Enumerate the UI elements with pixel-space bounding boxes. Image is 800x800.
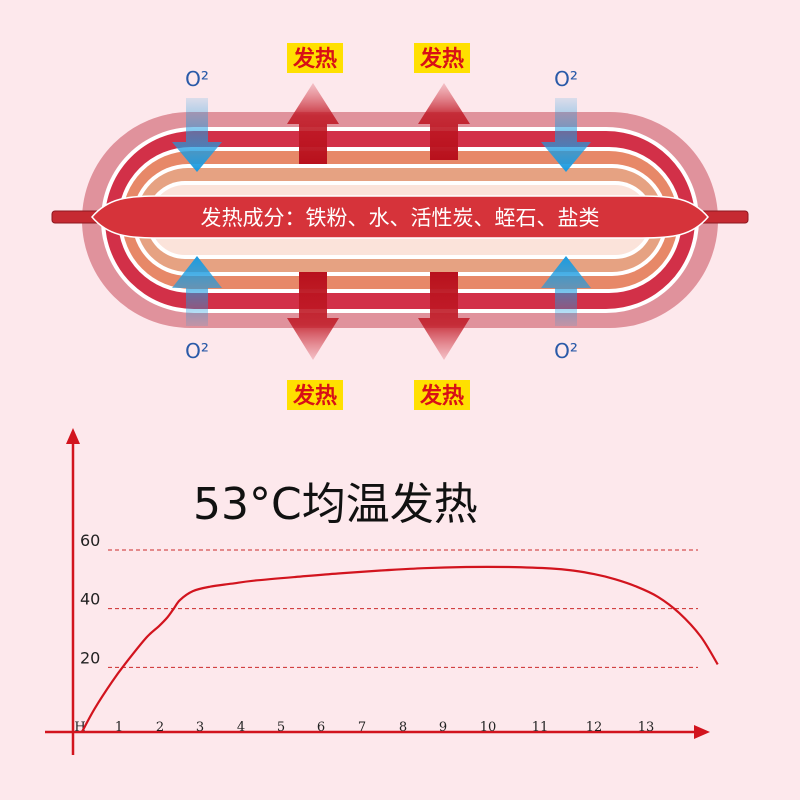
o2-label-top-right: O² [554, 67, 578, 91]
y-axis-arrow-icon [66, 428, 80, 444]
x-tick-label: 6 [317, 720, 325, 735]
heat-label-bottom-left: 发热 [287, 380, 343, 410]
heat-arrow-up-icon [418, 83, 470, 160]
svg-text:发热: 发热 [292, 46, 337, 72]
x-tick-label: 12 [586, 720, 603, 735]
x-tick-label: 3 [196, 720, 204, 735]
temperature-line [81, 565, 719, 733]
x-tick-label: 4 [237, 720, 245, 735]
x-tick-label: 8 [399, 720, 407, 735]
svg-text:发热: 发热 [292, 383, 337, 409]
x-tick-label: H [74, 720, 85, 735]
heat-label-top-left: 发热 [287, 43, 343, 73]
center-label: 发热成分：铁粉、水、活性炭、蛭石、盐类 [201, 206, 600, 230]
oxygen-arrow-up-icon [541, 256, 591, 326]
grid-layer [108, 549, 698, 668]
o2-label-bottom-left: O² [185, 339, 209, 363]
oxygen-arrow-down-icon [541, 98, 591, 172]
heat-arrow-up-icon [287, 83, 339, 164]
x-tick-label: 5 [277, 720, 285, 735]
y-tick-label: 60 [80, 531, 100, 550]
y-tick-label: 40 [80, 590, 100, 609]
heating-core [91, 195, 709, 239]
o2-label-top-left: O² [185, 67, 209, 91]
series-layer [81, 565, 719, 733]
y-tick-label: 20 [80, 648, 100, 667]
x-tick-label: 1 [115, 720, 123, 735]
axes-layer [45, 428, 710, 755]
x-axis-arrow-icon [694, 725, 710, 739]
oxygen-arrow-down-icon [172, 98, 222, 172]
x-tick-label: 7 [358, 720, 366, 735]
heat-arrow-down-icon [418, 272, 470, 360]
oxygen-arrow-up-icon [172, 256, 222, 326]
heating-diagram: 发热成分：铁粉、水、活性炭、蛭石、盐类 发热 发热 发热 发热 O² O² O²… [51, 43, 749, 410]
svg-text:发热: 发热 [419, 383, 464, 409]
x-tick-label: 13 [638, 720, 655, 735]
x-tick-label: 2 [156, 720, 164, 735]
heat-label-bottom-right: 发热 [414, 380, 470, 410]
x-tick-label: 10 [480, 720, 497, 735]
heat-label-top-right: 发热 [414, 43, 470, 73]
svg-text:发热: 发热 [419, 46, 464, 72]
chart-title: 53°C均温发热 [193, 479, 478, 530]
heat-arrow-down-icon [287, 272, 339, 360]
o2-label-bottom-right: O² [554, 339, 578, 363]
x-tick-label: 11 [532, 720, 549, 735]
x-tick-label: 9 [439, 720, 447, 735]
